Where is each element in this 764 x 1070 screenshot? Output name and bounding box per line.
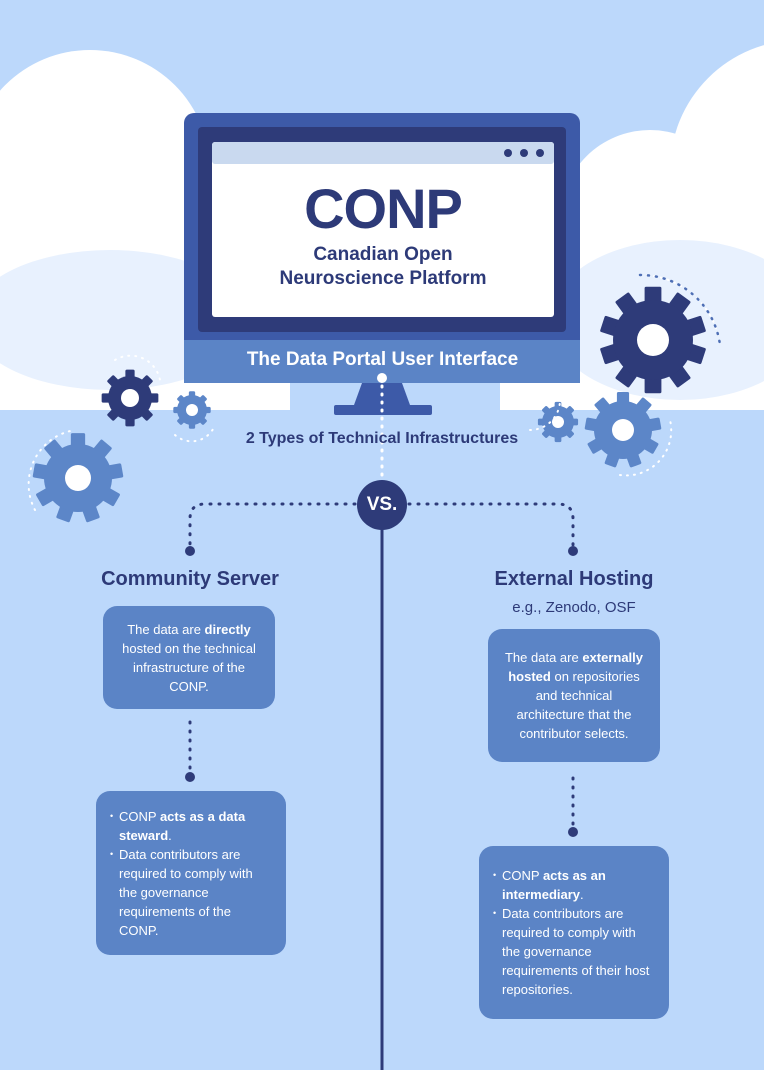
- gear-icon: [537, 401, 579, 443]
- external-hosting-title: External Hosting: [494, 568, 654, 590]
- community-server-compliance-item: Data contributors are required to comply…: [110, 845, 272, 940]
- community-server-role-list: CONP acts as a data steward. Data contri…: [110, 807, 272, 940]
- platform-name-line2: Neuroscience Platform: [279, 268, 487, 289]
- external-hosting-role-list: CONP acts as an intermediary. Data contr…: [493, 866, 655, 999]
- conp-acronym: CONP: [304, 177, 463, 240]
- platform-name-line1: Canadian Open: [313, 244, 453, 265]
- gear-icon: [101, 369, 159, 427]
- community-server-hosting-text: The data are directly hosted on the tech…: [122, 621, 256, 694]
- platform-full-name: Canadian Open Neuroscience Platform: [212, 243, 554, 291]
- gear-icon: [584, 391, 662, 468]
- community-server-title: Community Server: [101, 568, 279, 590]
- community-server-role-item: CONP acts as a data steward.: [110, 807, 272, 845]
- external-hosting-examples: e.g., Zenodo, OSF: [512, 599, 636, 616]
- external-hosting-card: The data are externally hosted on reposi…: [488, 629, 660, 762]
- vs-badge: VS.: [357, 480, 407, 530]
- infrastructure-types-heading: 2 Types of Technical Infrastructures: [245, 430, 519, 447]
- external-hosting-compliance-item: Data contributors are required to comply…: [493, 904, 655, 999]
- dotted-arcs: [27, 273, 721, 511]
- external-hosting-role-item: CONP acts as an intermediary.: [493, 866, 655, 904]
- dotted-arcs-dark: [638, 273, 722, 347]
- connector-dots: [185, 373, 578, 837]
- external-hosting-role-card: CONP acts as an intermediary. Data contr…: [479, 846, 669, 1019]
- portal-label: The Data Portal User Interface: [246, 349, 519, 370]
- community-server-role-card: CONP acts as a data steward. Data contri…: [96, 791, 286, 955]
- external-hosting-text: The data are externally hosted on reposi…: [504, 650, 644, 741]
- community-server-hosting-card: The data are directly hosted on the tech…: [103, 606, 275, 709]
- connectors: [188, 376, 575, 1070]
- gear-icon: [600, 286, 706, 394]
- gear-icon: [173, 391, 211, 429]
- gear-icon: [32, 433, 124, 523]
